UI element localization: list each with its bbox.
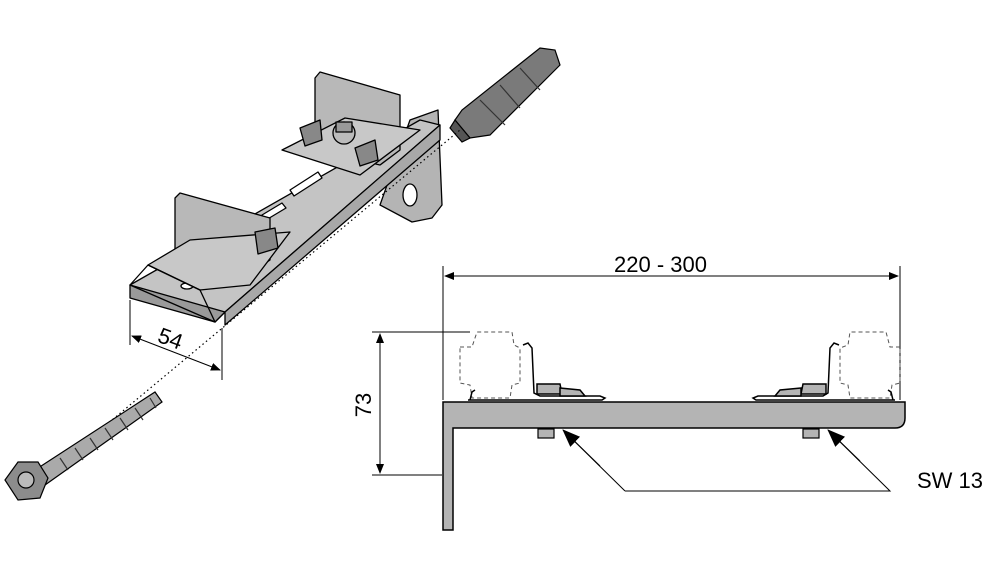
isometric-bracket [129, 71, 443, 326]
dimension-height [372, 331, 470, 476]
nut-right [802, 428, 820, 439]
wall-dowel [449, 47, 561, 143]
screw [4, 391, 163, 501]
profile-clips [468, 342, 895, 401]
profile-outline [459, 331, 901, 399]
dimension-width [442, 266, 901, 400]
dimension-height-label: 73 [351, 392, 377, 418]
leader-sw13 [562, 429, 892, 492]
bracket-arm [442, 401, 906, 531]
dimension-width-label: 220 - 300 [614, 252, 707, 277]
side-view [372, 266, 906, 531]
dimension-54 [129, 300, 223, 380]
nut-left [537, 428, 555, 439]
wrench-size-label: SW 13 [917, 468, 984, 493]
